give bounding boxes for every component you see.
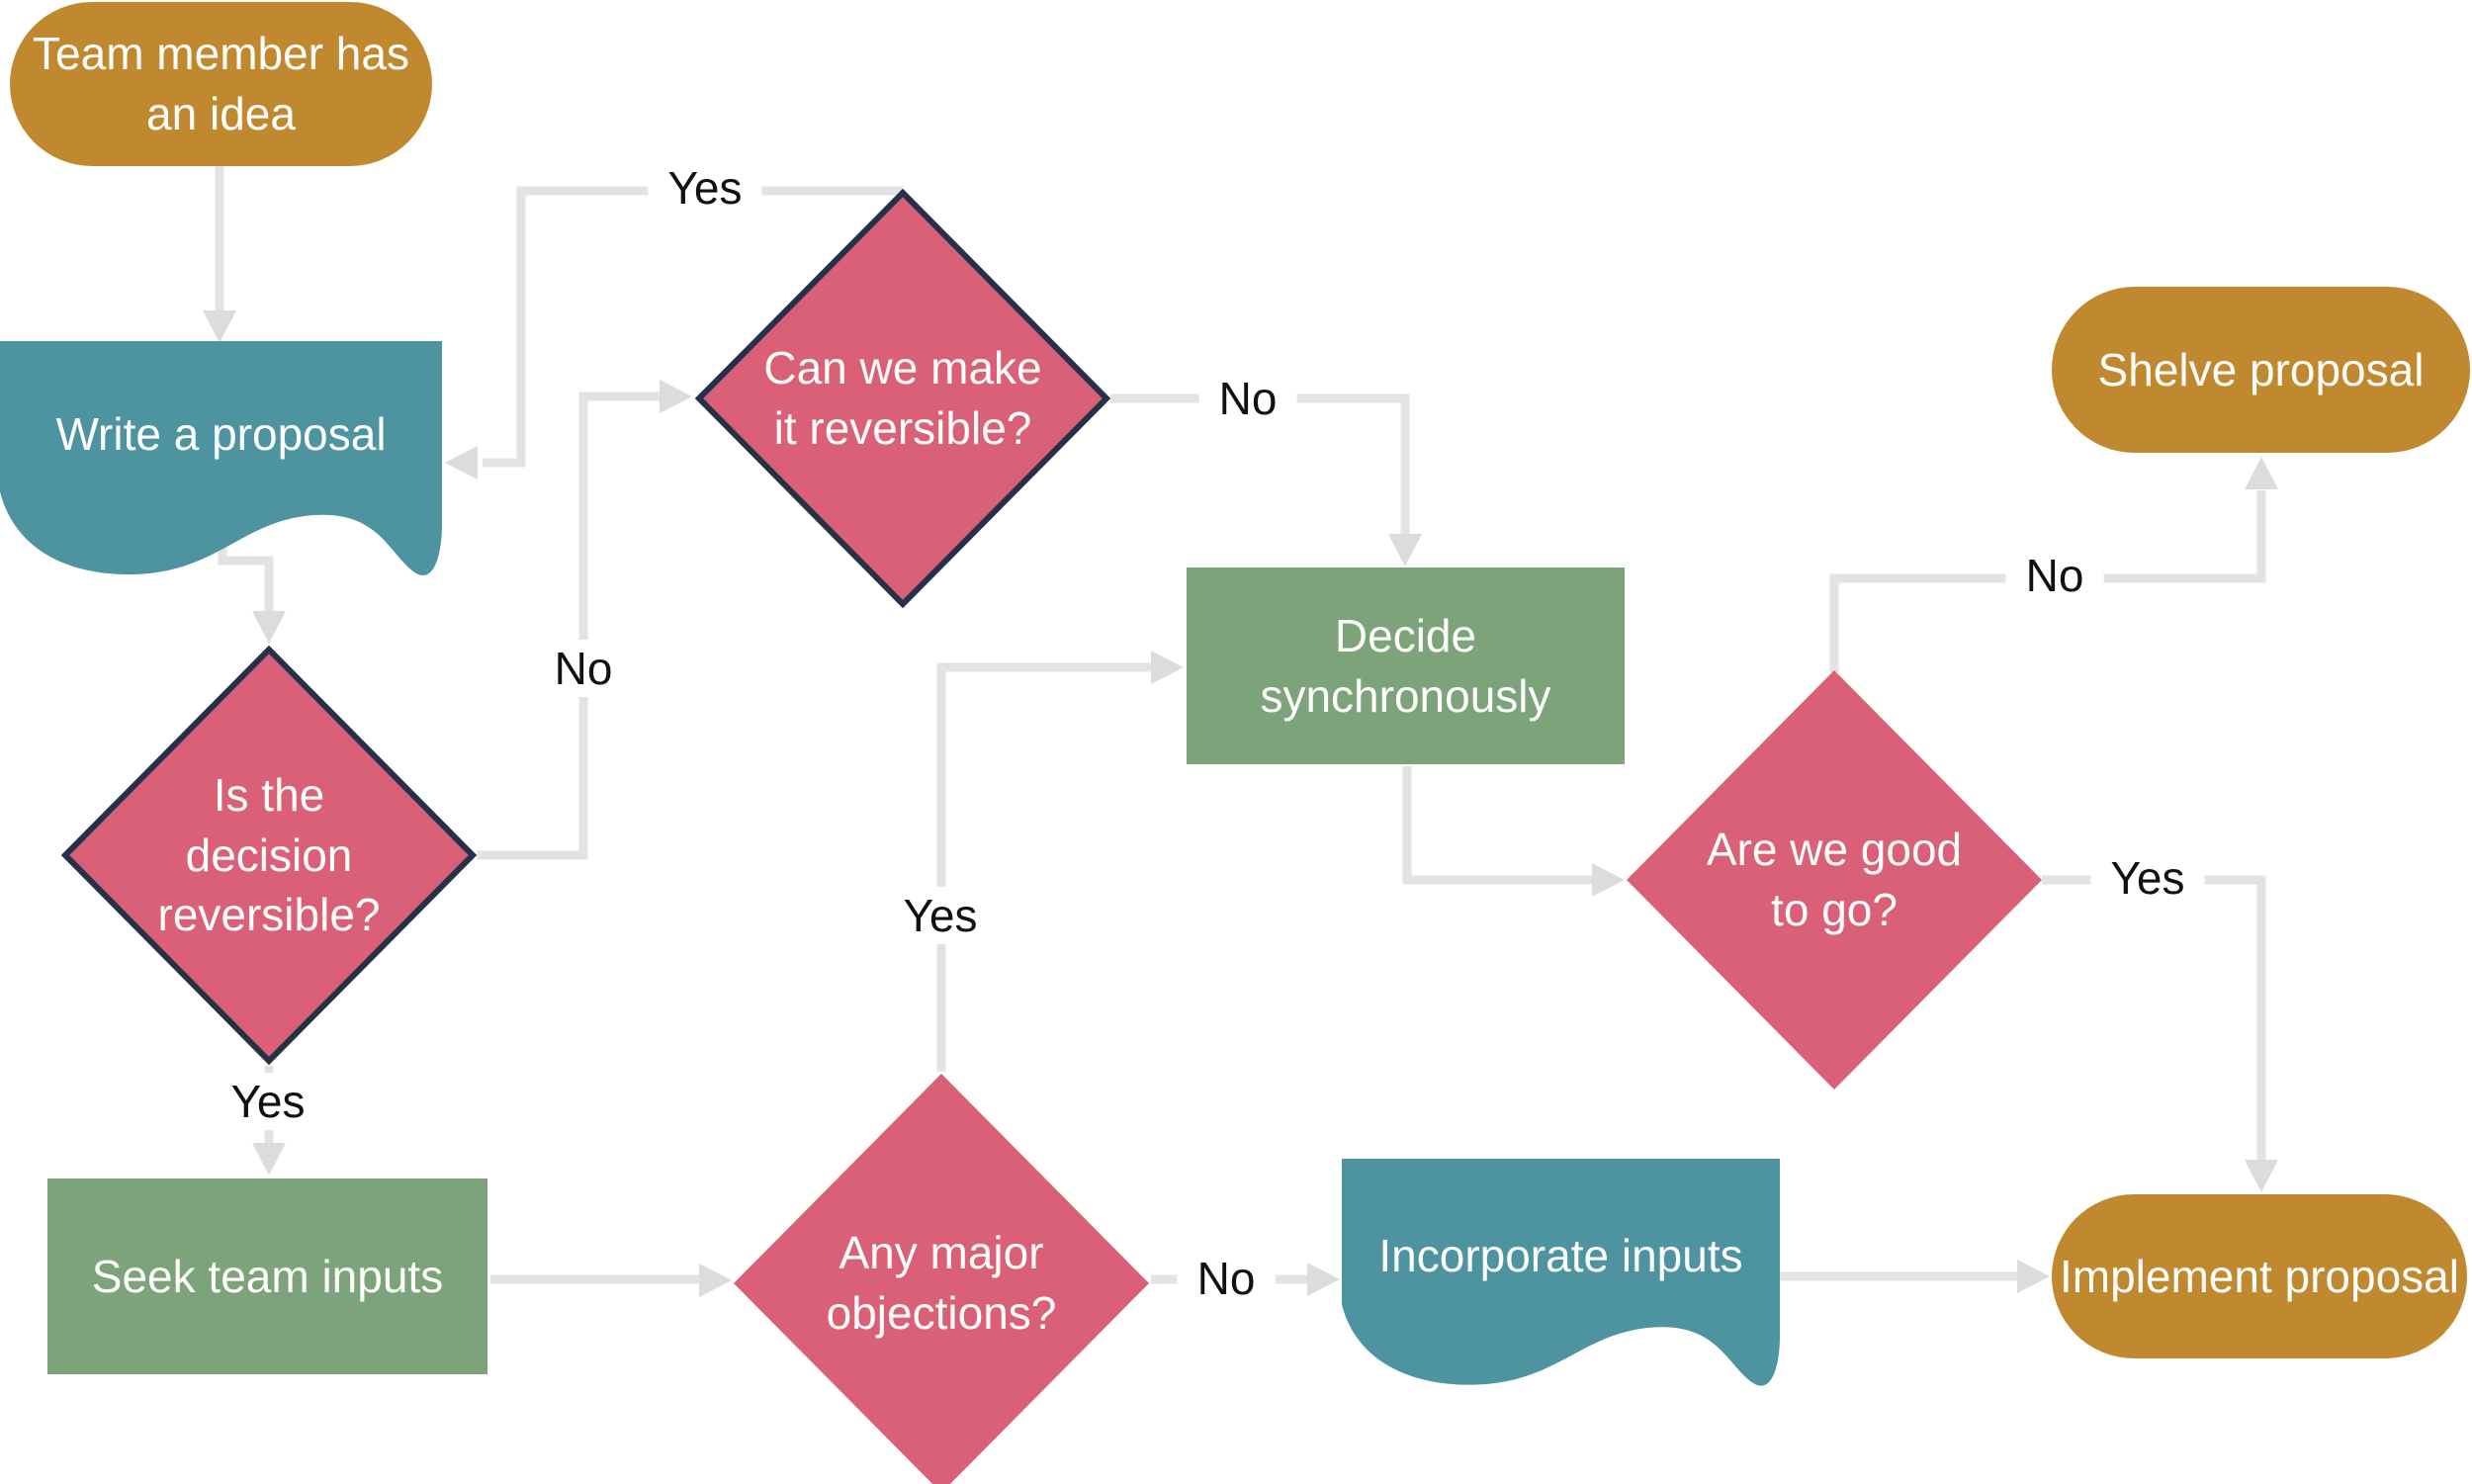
decision-diamond — [1627, 670, 2042, 1090]
node-implement-proposal: Implement proposal — [2052, 1194, 2467, 1358]
decision-diamond — [734, 1074, 1149, 1484]
node-label: Can we make it reversible? — [763, 342, 1042, 454]
arrowhead-into-write-top — [203, 310, 236, 343]
node-incorporate-inputs: Incorporate inputs — [1342, 1159, 1780, 1406]
edge-label-make-reversible-yes: Yes — [648, 159, 762, 217]
decision-diamond — [61, 646, 477, 1065]
arrowhead-into-implement-top — [2245, 1160, 2278, 1192]
arrowhead-into-write-right — [445, 446, 478, 480]
node-good-to-go: Are we good to go? — [1627, 670, 2042, 1090]
edge-label-make-reversible-no: No — [1198, 370, 1297, 427]
node-decide-synchronously: Decide synchronously — [1187, 567, 1625, 764]
node-label: Is the decision reversible? — [157, 768, 381, 941]
arrowhead-into-incorporate — [1307, 1263, 1340, 1296]
edge-label-objections-no: No — [1177, 1250, 1276, 1307]
node-write-proposal: Write a proposal — [0, 341, 442, 596]
edge-label-is-reversible-no: No — [534, 640, 633, 697]
arrowhead-into-decide-top — [1388, 534, 1422, 567]
arrowhead-into-seek — [252, 1143, 286, 1176]
arrowhead-into-shelve — [2245, 457, 2278, 489]
node-label: Write a proposal — [55, 408, 387, 460]
arrowhead-into-reversible — [252, 611, 286, 644]
arrowhead-into-good — [1592, 863, 1625, 897]
decision-diamond — [695, 189, 1110, 608]
edge-objections-yes — [936, 662, 1153, 1072]
node-any-objections: Any major objections? — [734, 1074, 1149, 1484]
arrowhead-into-objections — [699, 1264, 732, 1297]
edge-label-objections-yes: Yes — [883, 887, 998, 944]
node-label: Any major objections? — [826, 1227, 1057, 1339]
node-label: Incorporate inputs — [1378, 1230, 1743, 1281]
edge-label-good-to-go-yes: Yes — [2090, 849, 2205, 907]
node-is-reversible: Is the decision reversible? — [61, 646, 477, 1065]
arrowhead-into-make-reversible — [660, 380, 692, 413]
node-shelve-proposal: Shelve proposal — [2052, 287, 2470, 453]
node-seek-team-inputs: Seek team inputs — [47, 1178, 487, 1374]
arrowhead-into-implement-left — [2017, 1260, 2050, 1293]
node-make-reversible: Can we make it reversible? — [695, 189, 1110, 608]
edge-reversible-no — [477, 392, 661, 860]
edge-decide-to-good — [1402, 766, 1594, 885]
edge-label-good-to-go-no: No — [2005, 547, 2104, 604]
document-shape — [1342, 1159, 1780, 1386]
node-label: Are we good to go? — [1706, 824, 1963, 935]
document-shape — [0, 341, 442, 575]
node-team-member-idea: Team member has an idea — [10, 2, 432, 166]
edge-label-is-reversible-yes: Yes — [211, 1073, 325, 1130]
edge-good-yes — [2042, 875, 2266, 1163]
arrowhead-into-decide-left — [1151, 651, 1184, 684]
